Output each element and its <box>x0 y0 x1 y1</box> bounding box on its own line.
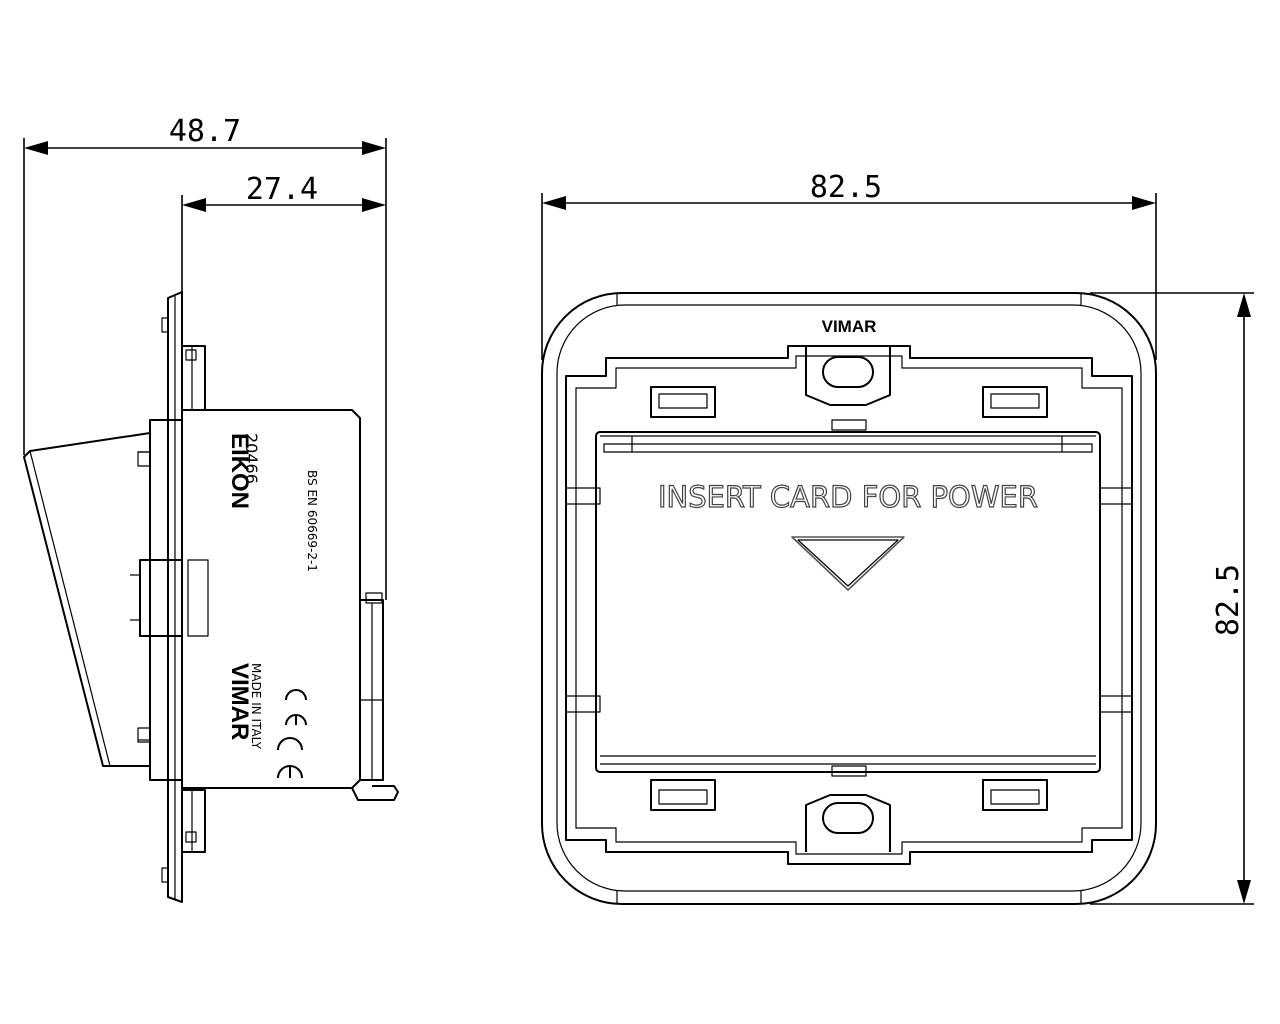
dimension-front-height: 82.5 <box>1090 292 1254 905</box>
side-rear-clip <box>351 785 399 801</box>
side-front-plate <box>167 291 183 903</box>
front-card-holder <box>595 431 1101 773</box>
side-origin: MADE IN ITALY <box>249 663 263 750</box>
side-ce-mark <box>277 689 307 779</box>
front-bottom-screw-slot <box>805 765 891 852</box>
side-article-code: 20466 <box>242 433 261 484</box>
dimension-front-width: 82.5 <box>541 170 1157 360</box>
side-view: EIKON 20466 BS EN 60669-2-1 VIMAR MADE I… <box>23 291 399 903</box>
front-card-instruction: INSERT CARD FOR POWER <box>658 480 1038 514</box>
front-clips <box>650 386 1048 811</box>
dimension-front-width-label: 82.5 <box>810 170 882 205</box>
front-top-screw-slot <box>805 346 891 431</box>
front-brand: VIMAR <box>822 317 877 336</box>
side-card-slot <box>149 419 183 781</box>
dimension-side-body-label: 27.4 <box>246 172 318 207</box>
dimension-side-body: 27.4 <box>181 172 386 292</box>
front-cover-plate <box>541 292 1157 905</box>
side-card-handle <box>23 432 151 767</box>
side-main-body <box>182 409 361 789</box>
triangle-down-icon <box>791 536 905 591</box>
dimension-side-total: 48.7 <box>23 114 387 600</box>
side-brand: VIMAR <box>226 663 253 740</box>
dimension-side-total-label: 48.7 <box>169 114 241 149</box>
dimension-front-height-label: 82.5 <box>1211 564 1246 636</box>
front-view: VIMAR <box>541 292 1157 905</box>
side-eikon-logo: EIKON <box>226 433 253 509</box>
front-support-frame <box>565 345 1133 865</box>
side-standard: BS EN 60669-2-1 <box>305 470 319 572</box>
